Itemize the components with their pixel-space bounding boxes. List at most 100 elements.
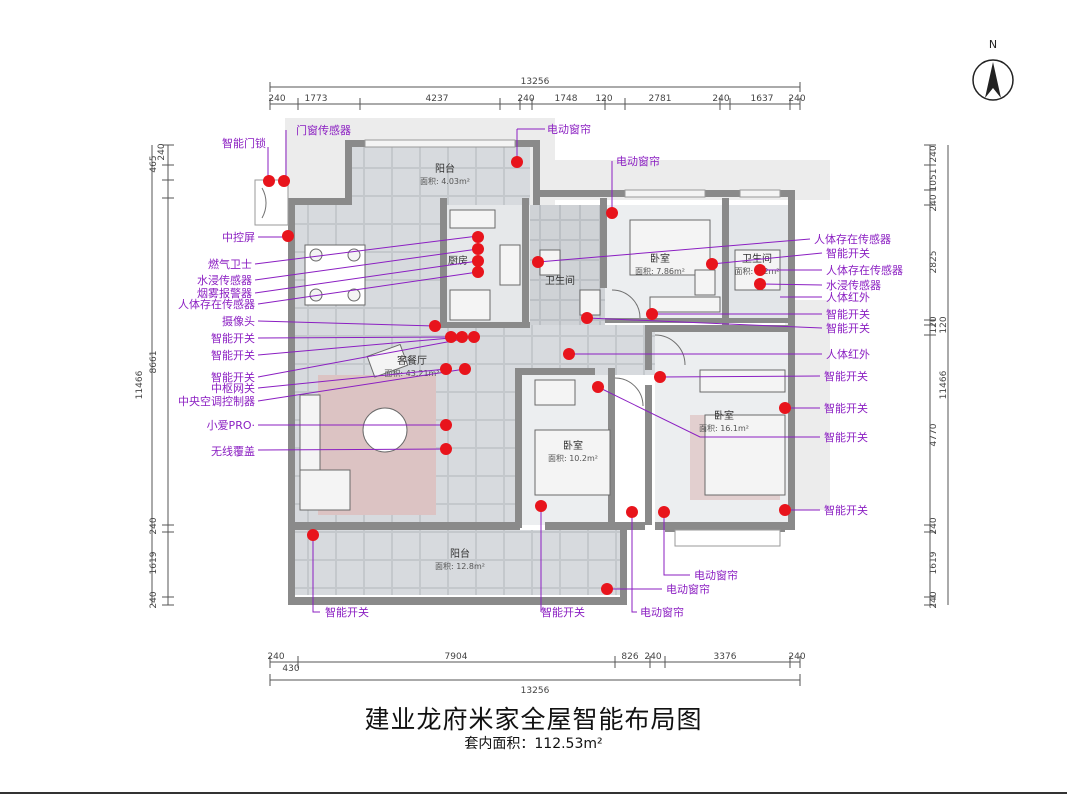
device-marker <box>468 331 480 343</box>
leader-line <box>257 271 479 305</box>
device-marker <box>606 207 618 219</box>
dim-bottom-label: 3376 <box>714 652 737 662</box>
furniture <box>299 209 786 511</box>
device-callout-label: 电动窗帘 <box>616 154 660 168</box>
leader-line <box>257 368 466 402</box>
device-callout-label: 人体存在传感器 <box>178 297 255 311</box>
room-area: 面积: 12.8m² <box>435 561 485 571</box>
device-callout-label: 电动窗帘 <box>694 568 738 582</box>
leader-line <box>597 386 820 438</box>
leader-line <box>537 238 811 263</box>
device-marker <box>511 156 523 168</box>
device-marker <box>472 231 484 243</box>
device-marker <box>646 308 658 320</box>
device-callout-label: 电动窗帘 <box>640 605 684 619</box>
device-callout-label: 中控屏 <box>222 230 255 244</box>
door-swings <box>261 187 686 407</box>
device-callout-label: 智能开关 <box>826 307 870 321</box>
leader-line <box>659 375 821 378</box>
device-callout-label: 小爱PRO· <box>207 419 255 432</box>
device-callout-label: 水浸传感器 <box>197 274 252 287</box>
leader-line <box>254 248 479 281</box>
device-marker <box>754 278 766 290</box>
dim-top-label: 120 <box>595 94 612 104</box>
device-callout-label: 智能开关 <box>824 430 868 444</box>
dim-right-label: 1619 <box>929 551 939 574</box>
dim-right-label: 120 <box>929 316 939 333</box>
device-marker <box>754 264 766 276</box>
device-marker <box>706 258 718 270</box>
leader-line <box>257 336 475 378</box>
room-area: 面积: 7.86m² <box>635 266 685 276</box>
leader-line <box>631 512 637 613</box>
dim-top-label: 2781 <box>649 94 672 104</box>
room-area: 面积: 16.1m² <box>699 423 749 433</box>
device-callout-label: 电动窗帘 <box>666 582 710 596</box>
device-marker <box>440 443 452 455</box>
device-callouts: 智能门锁门窗传感器中控屏燃气卫士水浸传感器烟雾报警器人体存在传感器摄像头智能开关… <box>178 122 903 619</box>
dim-left-label: 11466 <box>135 370 145 399</box>
dim-bottom-label: 826 <box>621 652 638 662</box>
dim-top-label: 240 <box>788 94 805 104</box>
dim-left-label: 240 <box>149 517 159 534</box>
dim-top-label: 1773 <box>305 94 328 104</box>
dim-right-label: 4770 <box>929 423 939 446</box>
room-name: 卧室 <box>650 252 670 265</box>
room-name: 厨房 <box>448 254 468 267</box>
device-marker <box>535 500 547 512</box>
room-name: 卫生间 <box>742 252 772 265</box>
device-callout-label: 烟雾报警器 <box>197 286 252 300</box>
device-callout-label: 中央空调控制器 <box>178 394 255 408</box>
device-callout-label: 智能开关 <box>826 246 870 260</box>
room-name: 客餐厅 <box>397 354 427 367</box>
dim-top-label: 4237 <box>426 94 449 104</box>
dim-bottom-label: 240 <box>267 652 284 662</box>
device-marker <box>278 175 290 187</box>
device-marker <box>601 583 613 595</box>
device-marker <box>472 255 484 267</box>
device-marker <box>532 256 544 268</box>
dim-right-label: 1051 <box>929 169 939 192</box>
device-marker <box>282 230 294 242</box>
room-name: 卫生间 <box>545 274 575 287</box>
device-marker <box>472 243 484 255</box>
device-callout-label: 水浸传感器 <box>826 279 881 292</box>
dim-left-label: 240 <box>149 591 159 608</box>
dim-bottom-label: 7904 <box>445 652 468 662</box>
device-marker <box>592 381 604 393</box>
dim-bottom-label: 13256 <box>521 686 550 696</box>
device-callout-label: 智能开关 <box>211 348 255 362</box>
room-name: 卧室 <box>714 409 734 422</box>
device-callout-label: 智能开关 <box>211 370 255 384</box>
device-callout-label: 智能开关 <box>541 605 585 619</box>
leader-line <box>257 336 463 356</box>
room-name: 卧室 <box>563 439 583 452</box>
dim-top-label: 240 <box>268 94 285 104</box>
leader-line <box>586 317 823 329</box>
device-marker <box>563 348 575 360</box>
dim-left-label: 1619 <box>149 551 159 574</box>
device-callout-label: 摄像头 <box>222 314 255 328</box>
page-subtitle: 套内面积：112.53m² <box>464 736 603 752</box>
device-callout-label: 无线覆盖 <box>211 444 255 458</box>
north-arrow-icon <box>985 62 1001 98</box>
dimension-lines <box>151 82 949 686</box>
device-marker <box>456 331 468 343</box>
device-callout-label: 人体存在传感器 <box>814 232 891 246</box>
device-callout-label: 电动窗帘 <box>547 122 591 136</box>
leader-line <box>254 235 479 265</box>
dim-right-label: 11466 <box>939 370 949 399</box>
device-marker <box>440 419 452 431</box>
leader-line <box>257 368 447 389</box>
dim-right-label: 120 <box>939 316 949 333</box>
device-marker <box>445 331 457 343</box>
device-callout-label: 智能门锁 <box>222 136 266 150</box>
dim-top-label: 13256 <box>521 77 550 87</box>
device-callout-label: 人体红外 <box>826 347 870 361</box>
device-callout-label: 人体红外 <box>826 290 870 304</box>
device-callout-label: 智能开关 <box>826 321 870 335</box>
device-marker <box>440 363 452 375</box>
leader-line <box>257 448 447 451</box>
dim-left-label: 465 <box>149 155 159 172</box>
